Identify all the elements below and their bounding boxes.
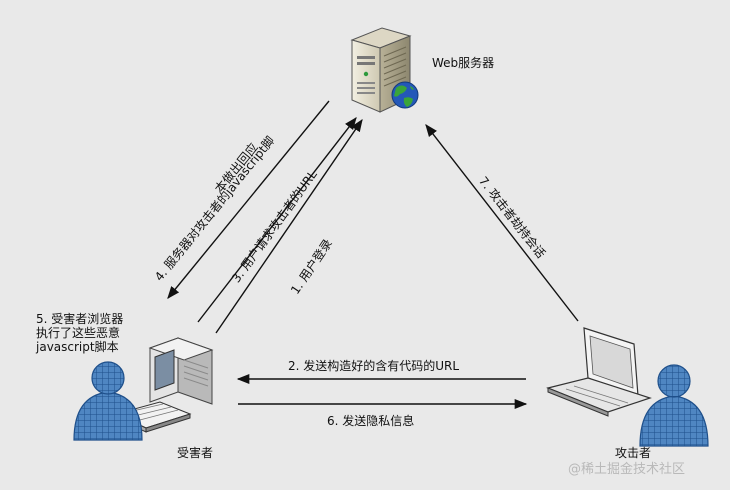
- victim-computer-icon: [114, 337, 214, 433]
- attacker-person-icon: [639, 364, 709, 447]
- arrow-step-3: [197, 117, 357, 323]
- step-5-line-1: 5. 受害者浏览器: [36, 312, 124, 326]
- attacker-laptop-icon: [546, 327, 652, 417]
- arrow-step-7: [425, 124, 579, 322]
- victim-label: 受害者: [177, 446, 214, 460]
- step-5-line-3: javascript脚本: [36, 340, 119, 354]
- globe-icon: [391, 81, 419, 109]
- attacker-label: 攻击者: [615, 446, 652, 460]
- arrow-step-4: [167, 100, 330, 299]
- step-5-label: 5. 受害者浏览器 执行了这些恶意 javascript脚本: [36, 312, 123, 354]
- step-2-label: 2. 发送构造好的含有代码的URL: [288, 359, 460, 373]
- watermark: @稀土掘金技术社区: [568, 462, 686, 477]
- step-5-line-2: 执行了这些恶意: [36, 326, 121, 340]
- arrow-step-1: [215, 118, 363, 334]
- victim-person-icon: [73, 361, 143, 441]
- step-6-label: 6. 发送隐私信息: [327, 414, 415, 428]
- server-label: Web服务器: [432, 56, 495, 70]
